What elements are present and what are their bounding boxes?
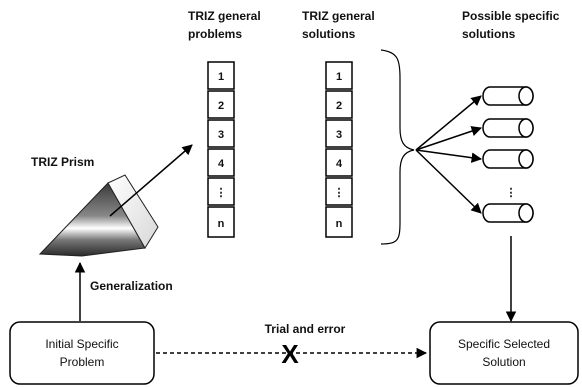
- solution-cell-3-label: 3: [336, 129, 342, 141]
- prism-to-problems-arrow: [109, 144, 193, 217]
- grouping-brace: [380, 49, 415, 245]
- solutions-header-line2: solutions: [302, 27, 356, 41]
- cylinder-1: [482, 86, 534, 106]
- cylinder-3: [482, 149, 534, 169]
- solution-cell-4-label: 4: [336, 158, 343, 170]
- problem-cell-1: [207, 61, 235, 90]
- problems-header-line2: problems: [188, 27, 242, 41]
- problem-cell-5-label: ⋮: [216, 187, 227, 199]
- fan-out-arrows: [415, 95, 483, 214]
- fan-arrow-2: [415, 126, 482, 151]
- fan-arrow-3: [415, 149, 483, 163]
- problem-cell-4-label: 4: [218, 158, 225, 170]
- problem-cell-2-label: 2: [218, 100, 224, 112]
- problem-cell-2: [207, 90, 235, 119]
- problem-cell-5: [207, 177, 235, 206]
- solution-cell-5-label: ⋮: [334, 187, 345, 199]
- problem-cell-1-label: 1: [218, 71, 224, 83]
- cylinder-2: [482, 118, 534, 138]
- solutions-header-line1: TRIZ general: [302, 9, 375, 23]
- prism-label: TRIZ Prism: [31, 155, 94, 169]
- prism-icon: [38, 174, 159, 257]
- problem-cell-n-label: n: [218, 218, 225, 230]
- problem-cell-n: [207, 206, 235, 238]
- problem-cell-4: [207, 148, 235, 177]
- generalization-label: Generalization: [90, 279, 173, 293]
- selected-solution-box: [429, 321, 579, 385]
- specific-header-line1: Possible specific: [462, 9, 560, 23]
- selected-solution-line2: Solution: [482, 355, 525, 369]
- fan-arrow-4: [415, 149, 482, 214]
- x-mark: X: [281, 339, 299, 369]
- problems-header-line1: TRIZ general: [188, 9, 261, 23]
- trial-error-label: Trial and error: [265, 322, 346, 336]
- initial-problem-line1: Initial Specific: [45, 337, 118, 351]
- solution-cell-n: [325, 206, 353, 238]
- solution-cell-1: [325, 61, 353, 90]
- solution-cell-5: [325, 177, 353, 206]
- specific-header-line2: solutions: [462, 27, 516, 41]
- cylinder-4: [482, 203, 534, 223]
- solution-cell-3: [325, 119, 353, 148]
- initial-problem-box: [9, 321, 155, 385]
- specific-solutions: [482, 86, 534, 223]
- solution-cell-4: [325, 148, 353, 177]
- problems-list: 1 2 3 4 ⋮ n: [207, 61, 235, 238]
- solution-cell-n-label: n: [336, 218, 343, 230]
- solutions-list: 1 2 3 4 ⋮ n: [325, 61, 353, 238]
- fan-arrow-1: [415, 95, 482, 151]
- solution-cell-1-label: 1: [336, 71, 342, 83]
- solution-cell-2-label: 2: [336, 100, 342, 112]
- selected-solution-line1: Specific Selected: [458, 337, 550, 351]
- problem-cell-3-label: 3: [218, 129, 224, 141]
- specific-ellipsis: ⋮: [506, 187, 517, 199]
- solution-cell-2: [325, 90, 353, 119]
- problem-cell-3: [207, 119, 235, 148]
- initial-problem-line2: Problem: [60, 355, 105, 369]
